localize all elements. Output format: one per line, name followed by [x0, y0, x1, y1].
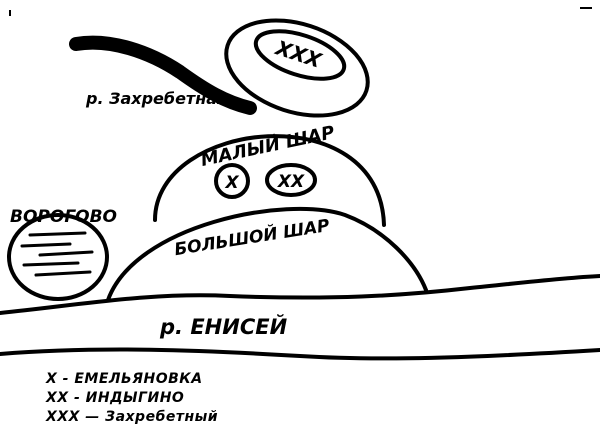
zakhrebetny-outer-ring: [224, 18, 370, 118]
vorogovo-outline: [7, 213, 109, 301]
legend-item-zakhrebetny: XXX — Захребетный: [46, 409, 219, 425]
bolshoy-shar-label: БОЛЬШОЙ ШАР: [173, 214, 332, 260]
yenisei-upper-bank: [0, 274, 600, 315]
yenisei-lower-bank: [0, 347, 600, 361]
maly-shar-label: МАЛЫЙ ШАР: [199, 121, 337, 171]
maly-shar-dome: [153, 134, 386, 227]
indygino-ring: [265, 163, 317, 197]
legend-item-indygino: XX - ИНДЫГИНО: [46, 390, 185, 406]
vorogovo-hatching: [20, 231, 94, 277]
emelyanovka-ring: [214, 163, 250, 199]
zakhrebetnaya-river: [69, 35, 257, 115]
yenisei-river-label: р. ЕНИСЕЙ: [159, 314, 288, 339]
zakhrebetnaya-river-label: р. Захребетная: [85, 89, 227, 108]
marker-emelyanovka: X: [224, 173, 239, 193]
zakhrebetny-inner-ring: [253, 29, 347, 81]
marker-indygino: XX: [277, 172, 305, 192]
legend-item-emelyanovka: X - ЕМЕЛЬЯНОВКА: [46, 371, 203, 387]
bolshoy-shar-dome: [106, 207, 428, 302]
